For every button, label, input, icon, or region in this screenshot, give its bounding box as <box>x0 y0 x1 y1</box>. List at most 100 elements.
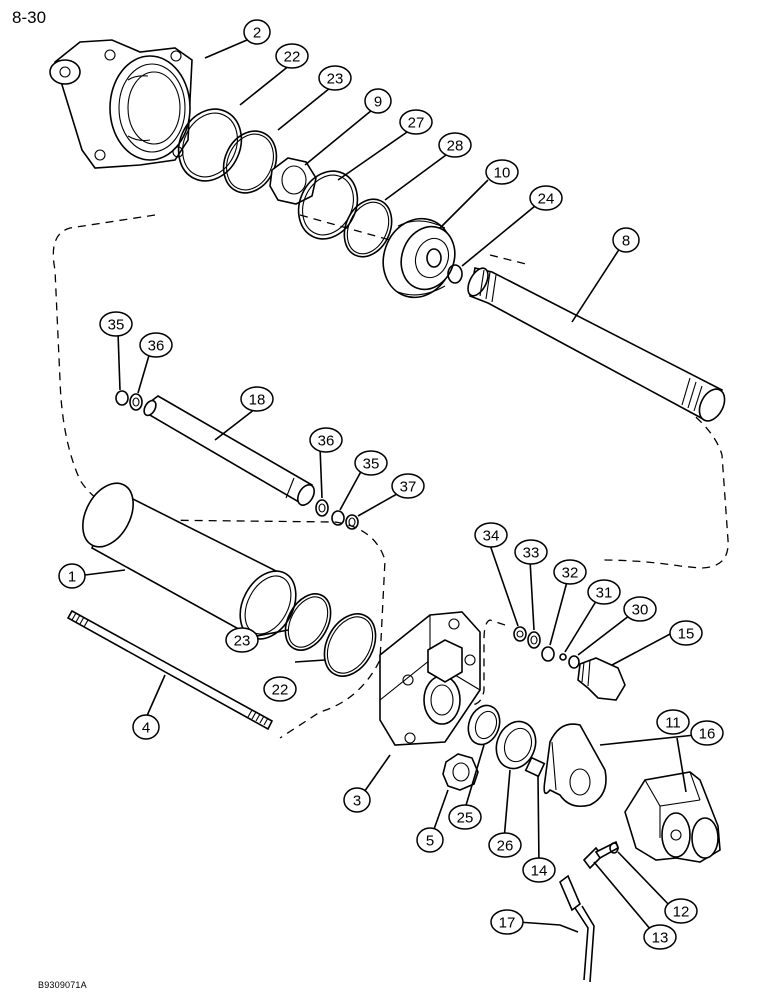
callout-label: 32 <box>562 565 579 582</box>
callout-label: 2 <box>253 25 261 42</box>
callout-label: 1 <box>68 569 76 586</box>
o-ring-part-23-lower <box>284 593 332 651</box>
callout-35: 35 <box>354 450 388 476</box>
callout-10: 10 <box>485 159 519 185</box>
callout-30: 30 <box>623 596 657 622</box>
fitting-part-15 <box>577 657 626 701</box>
callout-label: 18 <box>249 392 266 409</box>
callout-label: 23 <box>327 71 344 88</box>
bolt-part-13 <box>582 840 619 870</box>
callout-14: 14 <box>522 857 556 883</box>
callout-label: 11 <box>665 715 681 732</box>
callout-15: 15 <box>669 620 703 646</box>
callout-3: 3 <box>343 787 371 813</box>
callout-37: 37 <box>391 473 425 499</box>
callout-label: 24 <box>538 191 555 208</box>
callout-label: 36 <box>148 338 165 355</box>
grease-fitting-part-17 <box>559 874 595 983</box>
callout-label: 37 <box>400 479 417 496</box>
o-ring-part-35-upper <box>115 390 129 406</box>
callout-1: 1 <box>58 563 86 589</box>
backup-ring-part-36-lower <box>315 499 329 517</box>
bushing-part-25 <box>467 704 501 746</box>
callout-24: 24 <box>529 185 563 211</box>
callout-34: 34 <box>474 522 508 548</box>
callout-31: 31 <box>587 579 621 605</box>
ring-part-31 <box>559 653 567 661</box>
washer-part-12 <box>609 842 619 854</box>
seal-part-33 <box>527 631 541 649</box>
callout-26: 26 <box>488 832 522 858</box>
callout-28: 28 <box>438 132 472 158</box>
callout-5: 5 <box>416 827 444 853</box>
nut-part-9 <box>269 157 317 205</box>
callout-23: 23 <box>225 627 259 653</box>
callout-label: 16 <box>699 726 716 743</box>
seal-part-26 <box>495 720 537 770</box>
callout-label: 22 <box>284 49 301 66</box>
callout-36: 36 <box>139 332 173 358</box>
callout-25: 25 <box>448 804 482 830</box>
barrel-part-1 <box>82 482 297 640</box>
callout-2: 2 <box>243 19 271 45</box>
callout-label: 31 <box>596 585 613 602</box>
o-ring-part-30 <box>568 655 580 669</box>
callout-label: 22 <box>272 682 289 699</box>
callout-label: 9 <box>374 94 382 111</box>
seal-part-34 <box>513 626 527 642</box>
callout-12: 12 <box>664 898 698 924</box>
page-number: 8-30 <box>12 8 47 27</box>
clevis-part-11 <box>624 771 721 863</box>
callout-18: 18 <box>240 386 274 412</box>
callout-8: 8 <box>612 227 640 253</box>
piston-rod-part-8 <box>467 267 726 422</box>
callout-22: 22 <box>263 676 297 702</box>
callout-label: 23 <box>234 633 251 650</box>
callouts: 2222392728102483536183635371343332313015… <box>58 19 724 950</box>
o-ring-part-24 <box>447 264 463 284</box>
callout-11: 11 <box>656 709 690 735</box>
backup-ring-part-36-upper <box>129 393 143 411</box>
callout-label: 28 <box>447 138 464 155</box>
callout-label: 10 <box>494 165 511 182</box>
callout-4: 4 <box>132 714 160 740</box>
callout-label: 4 <box>142 720 150 737</box>
callout-32: 32 <box>553 559 587 585</box>
callout-label: 12 <box>673 904 690 921</box>
o-ring-part-28 <box>343 198 393 258</box>
assembly-group-boundary <box>52 214 729 739</box>
tie-rod-part-4 <box>66 609 274 731</box>
nut-part-14 <box>524 756 546 778</box>
callout-label: 13 <box>652 930 669 947</box>
figure-code: B9309071A <box>38 980 87 990</box>
callout-27: 27 <box>399 109 433 135</box>
clamp-part-16 <box>543 723 607 808</box>
callout-9: 9 <box>364 88 392 114</box>
callout-label: 14 <box>531 863 548 880</box>
callout-label: 34 <box>483 528 500 545</box>
callout-label: 30 <box>632 602 649 619</box>
o-ring-part-35-lower <box>331 510 345 526</box>
callout-label: 8 <box>622 233 630 250</box>
callout-35: 35 <box>99 311 133 337</box>
callout-23: 23 <box>318 65 352 91</box>
cylinder-head-part-2 <box>49 39 193 169</box>
callout-17: 17 <box>490 909 524 935</box>
callout-22: 22 <box>275 43 309 69</box>
callout-label: 25 <box>457 810 474 827</box>
leader-lines <box>84 39 696 933</box>
callout-label: 33 <box>523 545 540 562</box>
callout-36: 36 <box>309 427 343 453</box>
cap-part-3 <box>379 611 481 746</box>
o-ring-part-32 <box>541 646 555 662</box>
callout-label: 27 <box>408 115 425 132</box>
ring-part-37 <box>345 514 359 530</box>
o-ring-part-22-upper <box>177 108 243 182</box>
callout-label: 15 <box>678 626 695 643</box>
callout-label: 17 <box>499 915 516 932</box>
callout-33: 33 <box>514 539 548 565</box>
callout-label: 5 <box>426 833 434 850</box>
callout-label: 3 <box>353 793 361 810</box>
